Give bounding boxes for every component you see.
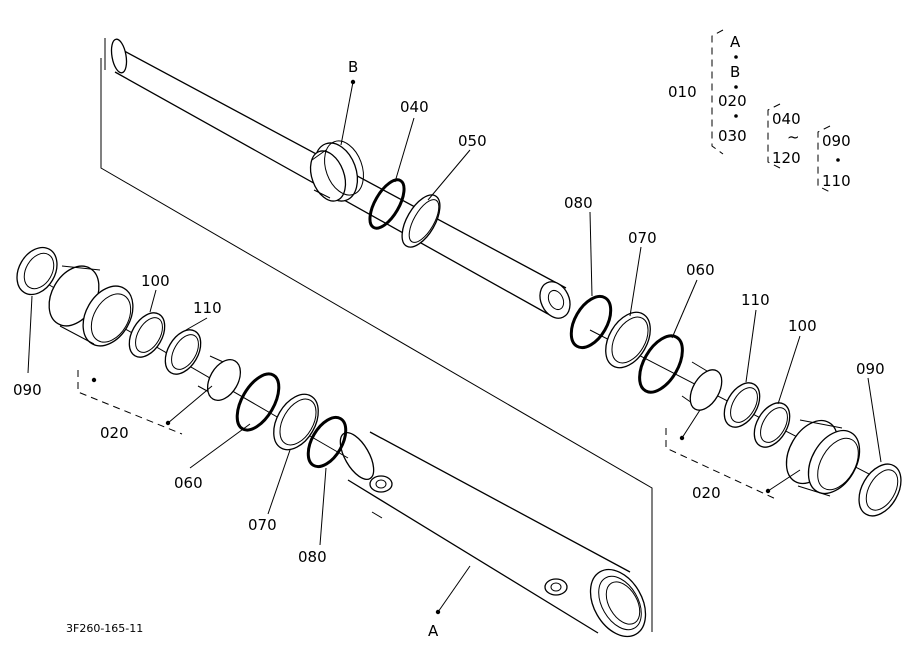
label-020-right: 020: [692, 484, 721, 502]
assembly-legend: 010 A B 020 030 040 ~ 120 090 110: [668, 29, 851, 193]
rod-seal-040: [368, 178, 406, 230]
legend-b: B: [730, 63, 740, 81]
legend-a: A: [730, 33, 741, 51]
legend-040: 040: [772, 110, 801, 128]
label-100-left: 100: [141, 272, 170, 290]
label-110-left: 110: [193, 299, 222, 317]
label-040: 040: [400, 98, 429, 116]
label-090-right: 090: [856, 360, 885, 378]
legend-030: 030: [718, 127, 747, 145]
legend-090: 090: [822, 132, 851, 150]
left-parts: [16, 246, 348, 469]
cylinder-tube-a: [339, 431, 647, 638]
legend-020: 020: [718, 92, 747, 110]
label-070-left: 070: [248, 516, 277, 534]
label-090-left: 090: [13, 381, 42, 399]
legend-110: 110: [822, 172, 851, 190]
group-bracket-020-right: [665, 409, 801, 501]
figure-reference: 3F260-165-11: [66, 622, 143, 635]
piston-rod-b: [104, 38, 571, 319]
legend-010: 010: [668, 83, 697, 101]
label-080-right: 080: [564, 194, 593, 212]
callout-labels: B 040 050 080 070 060 110 100 090 020 10…: [13, 58, 885, 640]
right-parts: [569, 294, 902, 517]
label-100-right: 100: [788, 317, 817, 335]
label-050: 050: [458, 132, 487, 150]
label-060-left: 060: [174, 474, 203, 492]
group-bracket-020-left: [77, 370, 213, 435]
label-b: B: [348, 58, 358, 76]
label-020-left: 020: [100, 424, 129, 442]
label-060-right: 060: [686, 261, 715, 279]
label-110-right: 110: [741, 291, 770, 309]
label-080-left: 080: [298, 548, 327, 566]
legend-tilde: ~: [787, 128, 800, 146]
legend-120: 120: [772, 149, 801, 167]
leader-lines: [27, 79, 882, 615]
label-a: A: [428, 622, 439, 640]
backup-ring-050: [401, 194, 441, 248]
label-070-right: 070: [628, 229, 657, 247]
